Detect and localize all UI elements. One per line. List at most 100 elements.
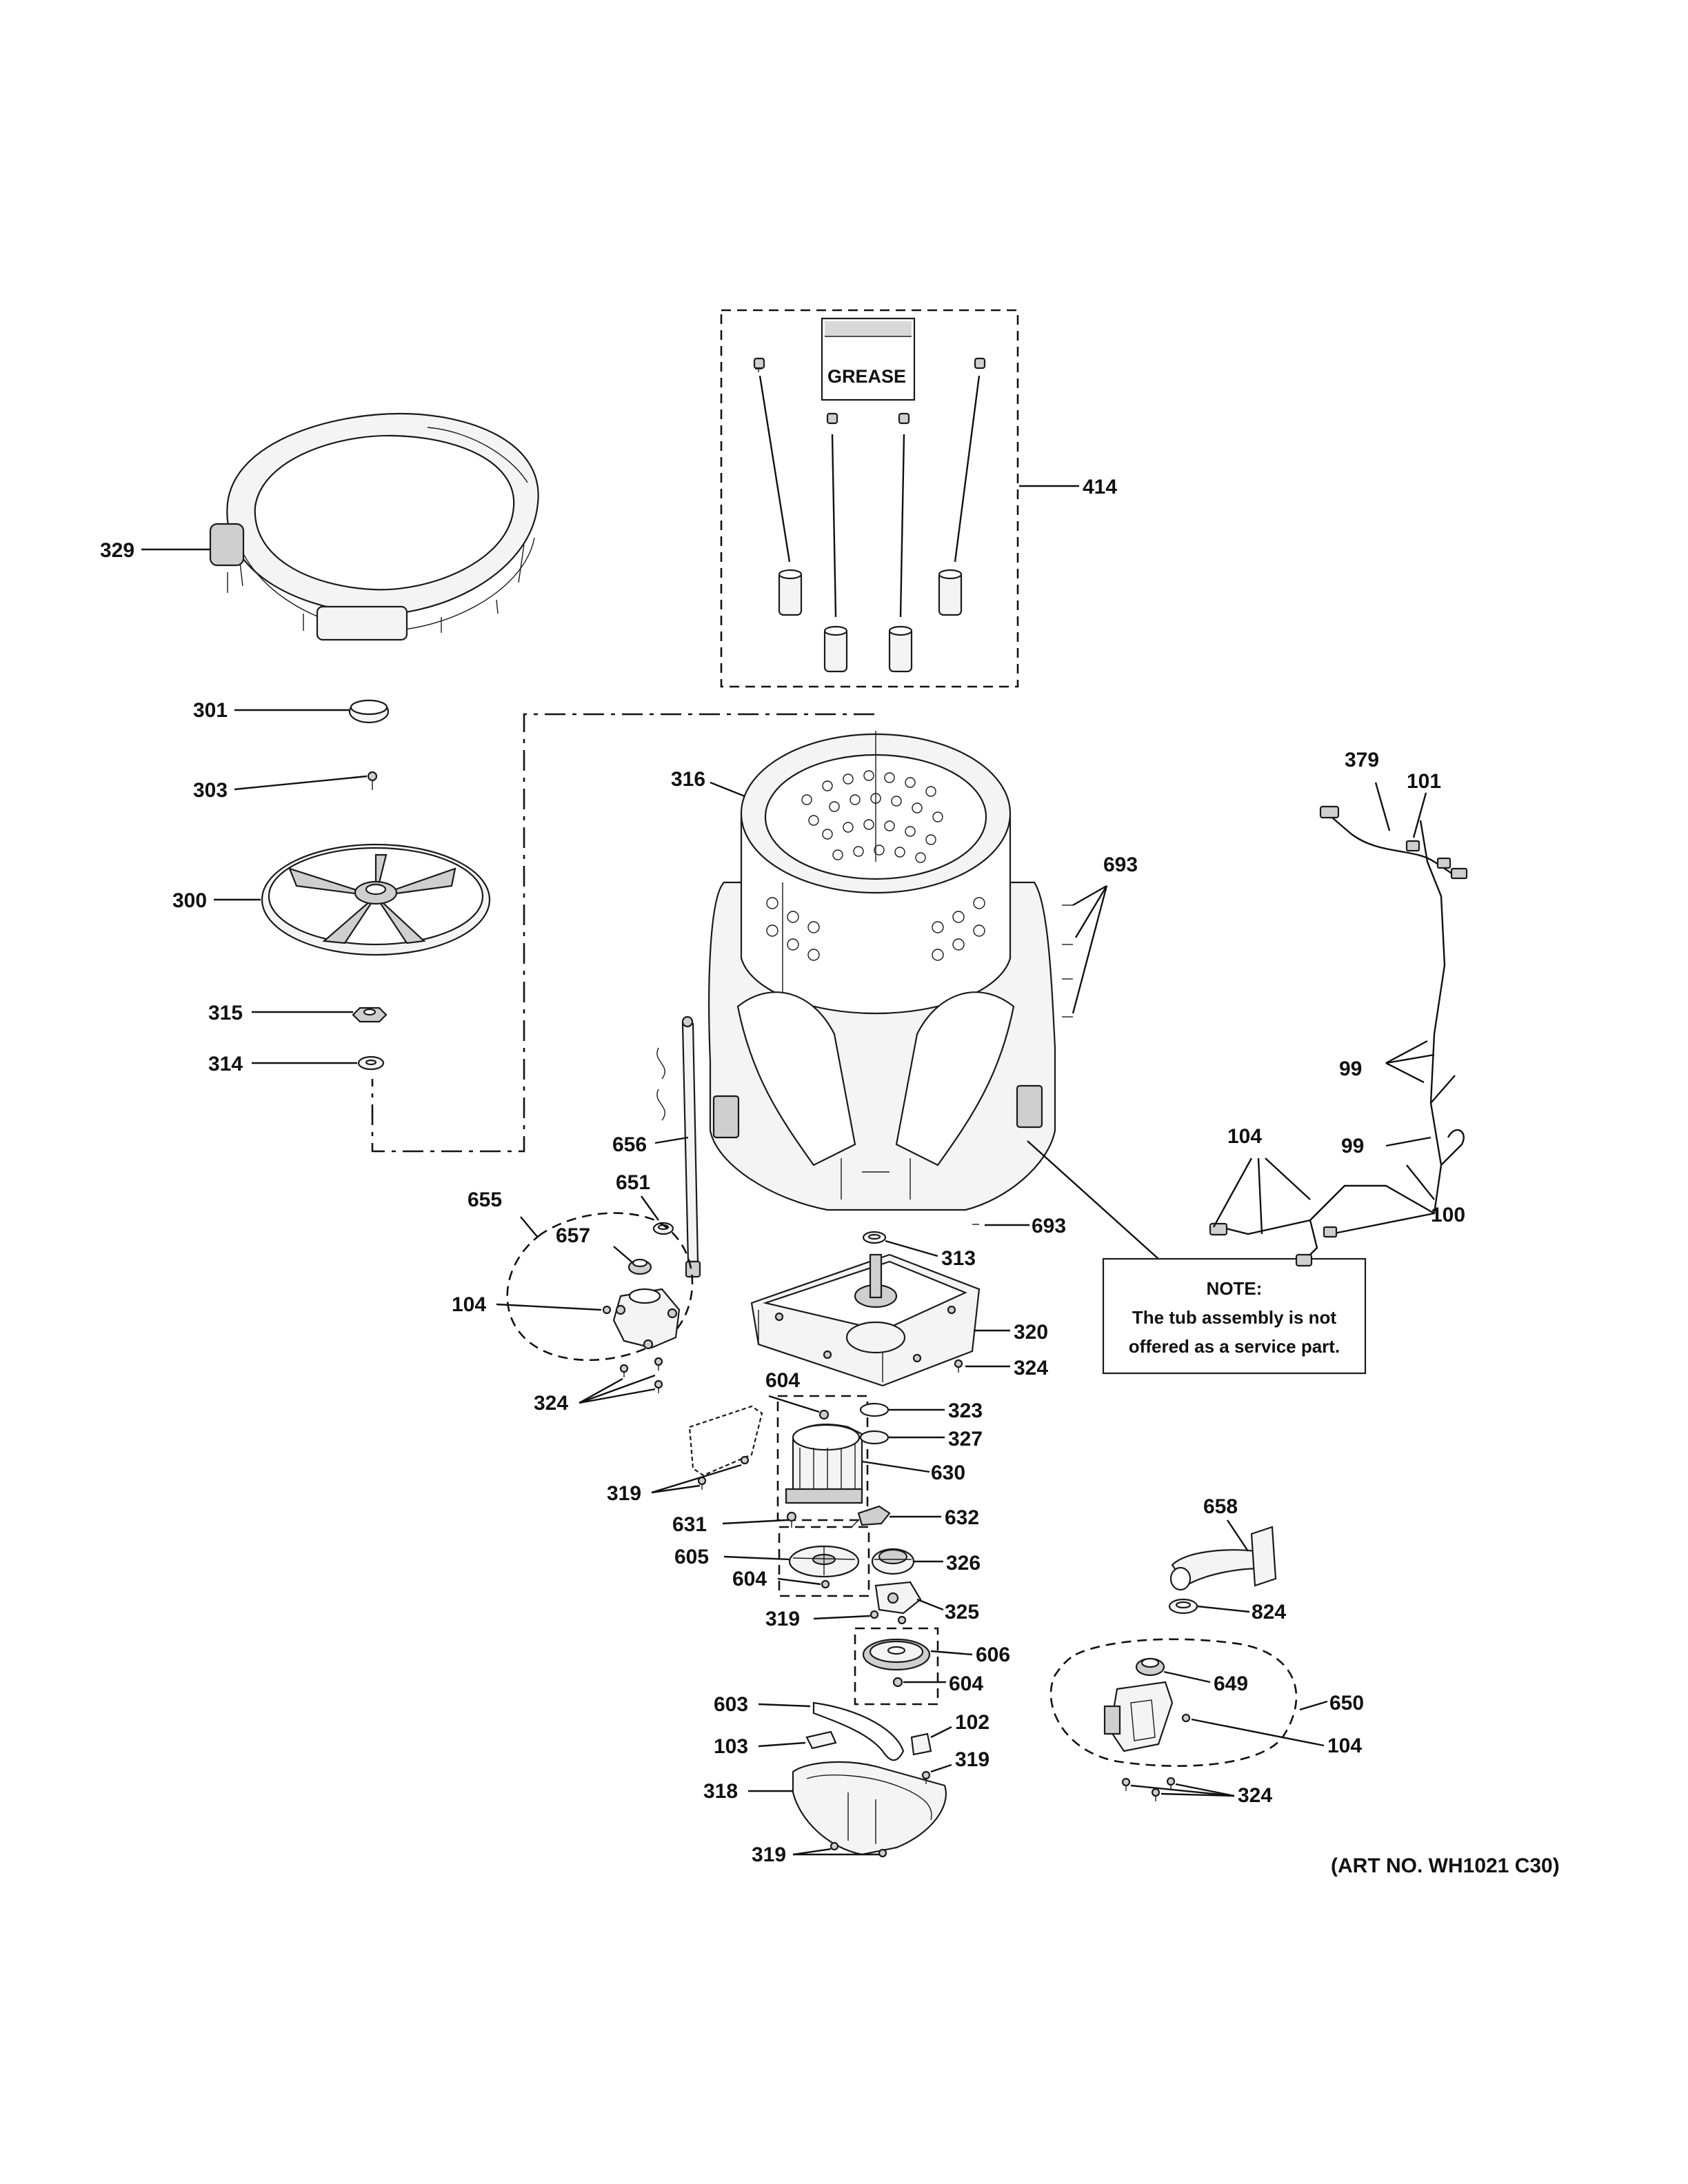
part-drain-pump-649[interactable]: [1135, 1657, 1165, 1677]
part-cap[interactable]: [348, 699, 390, 724]
part-mounting-base[interactable]: [750, 1253, 981, 1387]
part-gear-326[interactable]: [871, 1548, 915, 1575]
label-313: 313: [941, 1247, 976, 1270]
label-604-top: 604: [765, 1369, 800, 1392]
label-693-lower: 693: [1032, 1215, 1066, 1237]
part-pump-657[interactable]: [627, 1258, 652, 1275]
part-bolt[interactable]: [367, 771, 378, 790]
label-318: 318: [703, 1780, 738, 1803]
part-screws-324-drain[interactable]: [1121, 1777, 1176, 1801]
label-100: 100: [1431, 1204, 1465, 1226]
label-101: 101: [1407, 770, 1441, 793]
part-screws-693-upper[interactable]: [1062, 904, 1073, 1018]
part-screw-631[interactable]: [786, 1511, 797, 1528]
part-screw-104-drainpump[interactable]: [1181, 1713, 1191, 1723]
label-324-drain: 324: [1238, 1784, 1272, 1807]
part-screws-319-bottom[interactable]: [830, 1841, 887, 1858]
grease-label: GREASE: [827, 366, 906, 387]
part-screw-104-pump[interactable]: [602, 1305, 612, 1315]
part-screws-324-left[interactable]: [619, 1357, 663, 1393]
part-shield-318[interactable]: [792, 1761, 947, 1856]
part-clamp-651[interactable]: [652, 1222, 674, 1235]
part-clip-102[interactable]: [910, 1732, 932, 1756]
note-title: NOTE:: [1207, 1278, 1263, 1299]
part-screws-319-motor[interactable]: [697, 1476, 707, 1490]
label-319-bottom: 319: [752, 1843, 786, 1866]
label-102: 102: [955, 1711, 989, 1734]
label-603: 603: [714, 1693, 748, 1716]
label-99-upper: 99: [1339, 1058, 1362, 1080]
label-329: 329: [100, 539, 134, 562]
part-screw-324-base[interactable]: [954, 1359, 963, 1373]
part-grease-pack[interactable]: GREASE: [821, 317, 916, 401]
label-300: 300: [172, 889, 207, 912]
label-379: 379: [1345, 749, 1379, 771]
part-wire-harness[interactable]: [1209, 805, 1468, 1267]
assembly-box-606: [854, 1627, 939, 1706]
label-301: 301: [193, 699, 228, 722]
part-motor-630[interactable]: [785, 1409, 863, 1504]
label-104-pump: 104: [452, 1293, 486, 1316]
part-drain-hose-658[interactable]: [1169, 1526, 1277, 1591]
basket-holes: [766, 770, 985, 961]
label-320: 320: [1014, 1321, 1048, 1344]
label-99-lower: 99: [1341, 1135, 1364, 1157]
label-604-bottom: 604: [949, 1672, 983, 1695]
label-657: 657: [556, 1224, 590, 1247]
part-impeller[interactable]: [261, 843, 491, 956]
note-line-1: The tub assembly is not: [1132, 1307, 1337, 1328]
label-319-shield: 319: [955, 1748, 989, 1771]
label-824: 824: [1252, 1601, 1286, 1624]
part-bracket-325[interactable]: [874, 1581, 922, 1615]
part-screws-319-mid[interactable]: [870, 1610, 907, 1625]
label-326: 326: [946, 1552, 981, 1575]
part-ring-327[interactable]: [859, 1430, 890, 1445]
label-316: 316: [671, 768, 705, 791]
label-631: 631: [672, 1513, 707, 1536]
label-104-harness: 104: [1227, 1125, 1262, 1148]
label-325: 325: [945, 1601, 979, 1624]
part-suspension-rods[interactable]: [753, 357, 986, 673]
part-sensor-632[interactable]: [851, 1505, 891, 1528]
label-651: 651: [616, 1171, 650, 1194]
part-hose[interactable]: [656, 1015, 701, 1278]
part-bracket[interactable]: [688, 1405, 763, 1477]
label-323: 323: [948, 1399, 983, 1422]
part-seal-313[interactable]: [862, 1231, 887, 1244]
part-drain-pump-body[interactable]: [1103, 1681, 1174, 1752]
label-655: 655: [468, 1189, 502, 1211]
note-line-2: offered as a service part.: [1129, 1336, 1340, 1357]
label-103: 103: [714, 1735, 748, 1758]
label-658: 658: [1203, 1495, 1238, 1518]
part-washer[interactable]: [357, 1055, 385, 1071]
assembly-bracket-dashdot: [371, 713, 874, 1153]
part-rotor-606[interactable]: [862, 1638, 931, 1688]
label-650: 650: [1329, 1692, 1364, 1715]
part-belt-603[interactable]: [812, 1701, 905, 1761]
note-box: NOTE: The tub assembly is not offered as…: [1102, 1257, 1367, 1375]
label-327: 327: [948, 1428, 983, 1450]
assembly-box-motor: [776, 1395, 869, 1521]
art-number: (ART NO. WH1021 C30): [1331, 1854, 1560, 1877]
part-tub-basket[interactable]: [708, 731, 1056, 1211]
label-104-drainpump: 104: [1327, 1735, 1362, 1757]
part-ring-323[interactable]: [859, 1402, 890, 1417]
kit-box-414: [720, 309, 1019, 688]
label-606: 606: [976, 1644, 1010, 1666]
label-632: 632: [945, 1506, 979, 1529]
part-pump-body[interactable]: [612, 1288, 681, 1350]
label-324-base: 324: [1014, 1357, 1048, 1379]
label-693-upper: 693: [1103, 853, 1138, 876]
label-303: 303: [193, 779, 228, 802]
part-clip-103[interactable]: [805, 1730, 837, 1750]
part-clamp-824[interactable]: [1168, 1598, 1198, 1615]
part-tub-cover[interactable]: [209, 412, 539, 641]
label-315: 315: [208, 1002, 243, 1024]
part-screw-319-shield[interactable]: [921, 1770, 931, 1784]
part-nut[interactable]: [352, 1007, 388, 1023]
label-630: 630: [931, 1462, 965, 1484]
label-656: 656: [612, 1133, 647, 1156]
part-pulley-605[interactable]: [788, 1545, 860, 1589]
label-319-motor: 319: [607, 1482, 641, 1505]
